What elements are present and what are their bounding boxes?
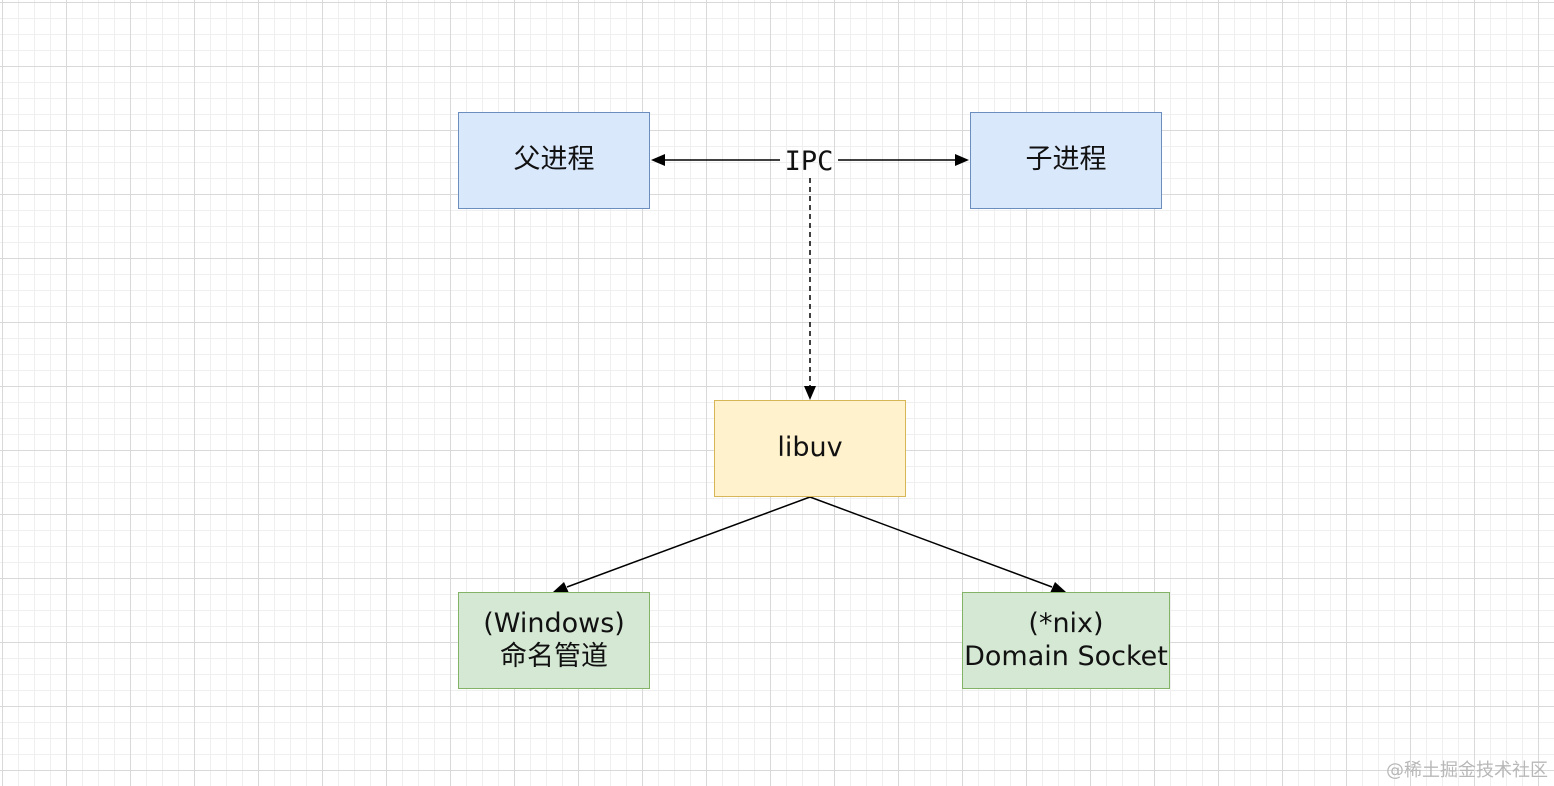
nix-arrowhead [1050, 582, 1066, 593]
nix-domain-socket-label: (*nix) Domain Socket [964, 608, 1168, 672]
windows-arrowhead [553, 582, 569, 593]
windows-named-pipe-node[interactable]: (Windows) 命名管道 [458, 592, 650, 689]
ipc-arrowhead-right [955, 154, 969, 166]
child-process-node[interactable]: 子进程 [970, 112, 1162, 209]
libuv-arrowhead [804, 386, 816, 400]
libuv-node[interactable]: libuv [714, 400, 906, 497]
ipc-arrowhead-left [651, 154, 665, 166]
libuv-to-nix-edge [809, 496, 1053, 588]
ipc-label: IPC [784, 145, 834, 177]
libuv-label: libuv [777, 432, 843, 464]
windows-named-pipe-label: (Windows) 命名管道 [483, 608, 625, 672]
nix-domain-socket-node[interactable]: (*nix) Domain Socket [962, 592, 1170, 689]
parent-process-label: 父进程 [513, 144, 595, 176]
libuv-to-windows-edge [566, 496, 811, 588]
parent-process-node[interactable]: 父进程 [458, 112, 650, 209]
child-process-label: 子进程 [1025, 144, 1107, 176]
watermark: @稀土掘金技术社区 [1386, 760, 1548, 781]
